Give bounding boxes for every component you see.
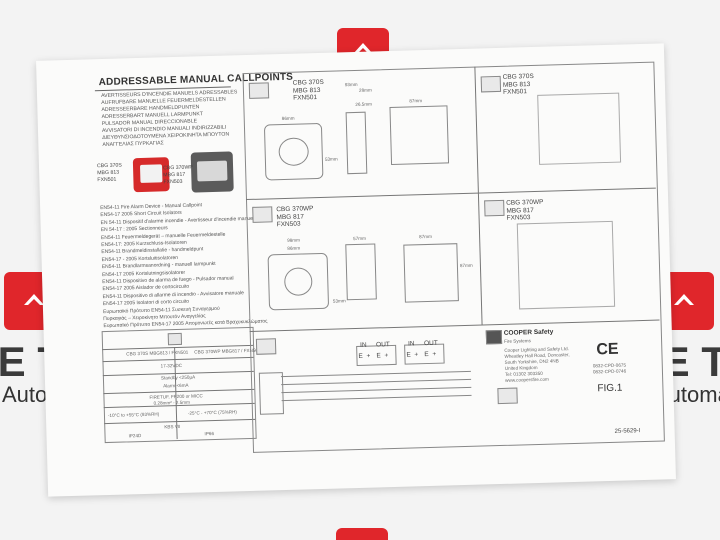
address-line: www.coopersfire.com — [505, 376, 549, 383]
terminal-plus: + — [384, 352, 389, 360]
manufacturer-name: COOPER Safety — [503, 328, 554, 337]
document-code: 25-5629-I — [614, 428, 641, 435]
diagram-top-right-models: CBG 370S MBG 813 FXN501 — [503, 73, 535, 96]
dim-label: 53mm — [332, 298, 346, 304]
diagram-mid-right-model-1: CBG 370WP — [506, 198, 544, 207]
dim-label: 28mm — [358, 87, 372, 93]
title-translation-line: ΑΝΑΓΓΕΛΙΑΣ ΠΥΡΚΑΓΙΑΣ — [102, 140, 164, 149]
terminal-e: E — [406, 351, 411, 359]
dim-label: 57mm — [353, 235, 366, 242]
dim-label: 87mm — [459, 262, 473, 269]
terminal-in-left: IN — [360, 341, 367, 349]
terminal-out-left: OUT — [376, 341, 390, 349]
exploded-view-mid — [516, 220, 616, 310]
house-icon — [674, 294, 694, 305]
product-right-model-3: FXN503 — [163, 178, 183, 186]
dim-label: 87mm — [419, 233, 432, 240]
terminal-e: E — [424, 351, 429, 359]
dim-label: 98mm — [287, 237, 300, 243]
spec-conditions: KBS VII — [164, 423, 181, 430]
product-left-model-3: FXN501 — [97, 176, 117, 184]
screwdriver-icon — [497, 387, 518, 405]
glass-icon — [480, 75, 502, 93]
ce-mark: CE — [596, 340, 619, 359]
instruction-sheet: ADDRESSABLE MANUAL CALLPOINTS AVERTISSEU… — [36, 43, 676, 497]
fire-icon — [167, 332, 183, 346]
dim-label: 87mm — [409, 98, 423, 104]
spec-ip-left: IP24D — [128, 433, 142, 439]
terminal-e: E — [358, 352, 363, 360]
cert-number: 0832-CPD-0746 — [592, 368, 627, 375]
dim-label: 53mm — [324, 156, 338, 162]
dim-label: 93mm — [344, 81, 358, 88]
standard-line: EN54-11 Fire Alarm Device - Manual Callp… — [100, 202, 203, 212]
diagram-mid-left-models: CBG 370WP MBG 817 FXN503 — [276, 205, 314, 229]
terminal-in-right: IN — [407, 340, 415, 348]
terminal-plus: + — [414, 351, 419, 359]
house-icon — [24, 294, 44, 305]
screwdriver-icon — [248, 82, 270, 99]
spec-standby: Standby <250µA — [160, 374, 196, 381]
terminal-out-right: OUT — [423, 339, 438, 348]
figure-label: FIG.1 — [597, 382, 623, 395]
standard-line: EN54-11 Brandmeldinstallatie - handmeldp… — [101, 246, 204, 256]
screwdriver-icon — [252, 206, 273, 223]
front-cover-top — [389, 105, 450, 165]
panel-connector — [258, 372, 284, 415]
dim-label: 86mm — [281, 115, 295, 122]
spec-cable-size: 0.28mm² - 2.5mm — [153, 399, 190, 406]
side-profile-mid — [345, 243, 377, 301]
side-profile-top — [345, 111, 368, 175]
diagram-mid-left-model-3: FXN503 — [276, 220, 301, 229]
terminal-plus: + — [432, 350, 437, 358]
cable-icon — [255, 338, 277, 355]
product-label-right: CBG 370WP MBG 817 FXN503 — [163, 165, 193, 187]
spec-voltage: 17-32VDC — [160, 362, 183, 369]
front-cover-mid — [403, 243, 459, 303]
diagram-top-left-models: CBG 370S MBG 813 FXN501 — [293, 79, 325, 102]
diagram-top-right-model-3: FXN501 — [502, 88, 528, 96]
diagram-mid-left-model-1: CBG 370WP — [276, 205, 314, 214]
dim-label: 26.5mm — [355, 101, 373, 107]
screwdriver-icon — [484, 199, 505, 217]
exploded-view-top — [537, 92, 622, 165]
spec-ip-right: IP66 — [204, 431, 215, 437]
standard-line: EN54-11 Brandlarmsanordning - manuell la… — [101, 261, 216, 271]
terminal-e: E — [376, 352, 381, 360]
diagram-top-left-model-3: FXN501 — [293, 94, 318, 102]
diagram-mid-right-model-3: FXN503 — [506, 214, 531, 222]
terminal-plus: + — [366, 352, 371, 360]
product-label-left: CBG 370S MBG 813 FXN501 — [97, 162, 122, 184]
manufacturer-division: Fire Systems — [503, 338, 531, 344]
watermark-logo-bottom — [336, 528, 388, 540]
spec-alarm: Alarm <6mA — [163, 382, 189, 389]
callpoint-grey-product — [190, 151, 234, 193]
diagram-mid-right-models: CBG 370WP MBG 817 FXN503 — [506, 199, 544, 223]
cooper-logo-icon — [485, 329, 503, 345]
dim-label: 86mm — [287, 245, 301, 251]
